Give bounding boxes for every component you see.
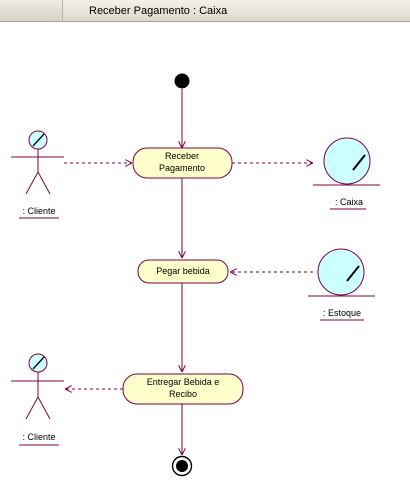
activity-label-line: Pagamento xyxy=(159,163,205,173)
object-label: : Estoque xyxy=(323,308,361,318)
actor-label: : Cliente xyxy=(22,432,55,442)
activity-label-line: Receber xyxy=(165,151,199,161)
tab-stub[interactable] xyxy=(0,0,63,21)
activity-pegar-bebida[interactable]: Pegar bebida xyxy=(137,259,229,284)
diagram-title: Receber Pagamento : Caixa xyxy=(89,5,228,17)
diagram-tab-bar[interactable]: Receber Pagamento : Caixa xyxy=(0,0,410,22)
object-estoque[interactable]: : Estoque xyxy=(308,248,375,321)
final-node[interactable] xyxy=(171,455,193,477)
actor-cliente-bottom[interactable]: : Cliente xyxy=(11,353,64,446)
actor-cliente-top[interactable]: : Cliente xyxy=(11,130,64,219)
object-caixa[interactable]: : Caixa xyxy=(313,137,380,210)
activity-label-line: Entregar Bebida e xyxy=(147,377,220,387)
activity-receber-pagamento[interactable]: Receber Pagamento xyxy=(132,147,233,179)
activity-entregar-bebida[interactable]: Entregar Bebida e Recibo xyxy=(122,373,244,405)
object-label: : Caixa xyxy=(335,197,363,207)
activity-label-line: Recibo xyxy=(169,389,197,399)
activity-label-line: Pegar bebida xyxy=(156,266,210,276)
initial-node[interactable] xyxy=(174,73,190,89)
actor-label: : Cliente xyxy=(22,206,55,216)
